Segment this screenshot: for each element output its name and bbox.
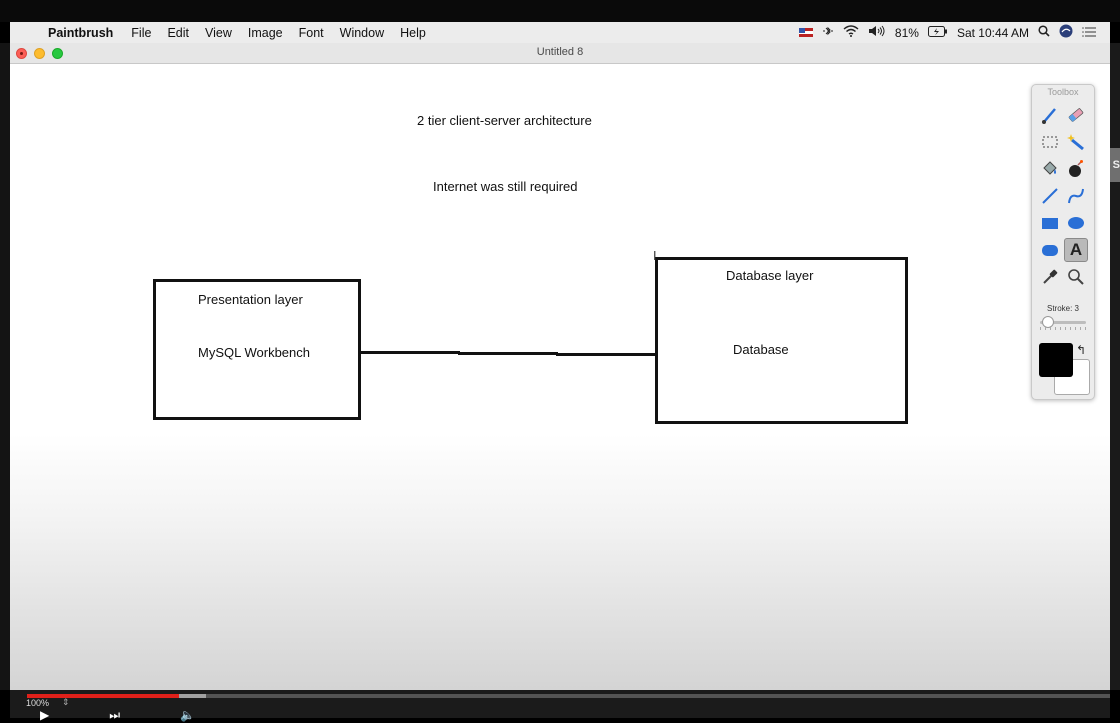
minimize-button[interactable] [34, 48, 45, 59]
foreground-color-swatch[interactable] [1039, 343, 1073, 377]
app-menu[interactable]: Paintbrush [48, 25, 114, 40]
menu-bar: Paintbrush File Edit View Image Font Win… [10, 22, 1110, 44]
menu-view[interactable]: View [205, 25, 232, 40]
connector-line [556, 353, 657, 356]
stroke-slider[interactable] [1040, 321, 1086, 324]
database-label: Database [733, 342, 789, 357]
battery-icon[interactable] [927, 25, 948, 40]
presentation-layer-box [153, 279, 361, 420]
drawing-canvas[interactable]: 2 tier client-server architecture Intern… [10, 64, 1110, 690]
volume-icon[interactable] [868, 25, 886, 40]
list-icon[interactable] [1082, 26, 1096, 40]
left-edge [0, 43, 10, 690]
database-layer-label: Database layer [726, 268, 814, 283]
eraser-icon[interactable] [1064, 103, 1088, 127]
status-bar: 100% ⇕ [10, 690, 1110, 718]
wifi-icon[interactable] [843, 25, 859, 40]
video-progress-bar[interactable] [27, 694, 1110, 698]
diagram-subtitle: Internet was still required [433, 179, 578, 194]
player-controls: ▶ ⏭ 🔈 [40, 708, 195, 723]
zoom-level[interactable]: 100% [26, 698, 50, 708]
menu-file[interactable]: File [131, 25, 152, 40]
rectangle-icon[interactable] [1038, 211, 1062, 235]
line-icon[interactable] [1038, 184, 1062, 208]
toolbox-title: Toolbox [1047, 87, 1079, 97]
volume-icon[interactable]: 🔈 [180, 708, 195, 722]
play-icon[interactable]: ▶ [40, 708, 50, 722]
eyedropper-icon[interactable] [1038, 265, 1062, 289]
window-title: Untitled 8 [536, 46, 584, 58]
database-layer-box [655, 257, 908, 424]
diagram-title: 2 tier client-server architecture [417, 113, 592, 128]
side-tab[interactable]: S [1110, 148, 1120, 182]
right-edge: S [1110, 43, 1120, 690]
connector-line [360, 351, 460, 354]
mysql-workbench-label: MySQL Workbench [198, 345, 310, 360]
bomb-icon[interactable] [1064, 157, 1088, 181]
menu-edit[interactable]: Edit [167, 25, 189, 40]
close-button[interactable] [16, 48, 27, 59]
rounded-rectangle-icon[interactable] [1038, 238, 1062, 262]
presentation-layer-label: Presentation layer [198, 292, 303, 307]
stroke-slider-ticks [1040, 327, 1086, 330]
next-icon[interactable]: ⏭ [109, 708, 121, 722]
magic-wand-icon[interactable] [1064, 130, 1088, 154]
text-tool-icon[interactable]: A [1064, 238, 1088, 262]
ellipse-icon[interactable] [1064, 211, 1088, 235]
text-cursor-icon: I [653, 249, 657, 263]
siri-icon[interactable] [1059, 24, 1073, 41]
window-titlebar[interactable]: Untitled 8 [10, 43, 1110, 64]
toolbox-panel: Toolbox [1031, 84, 1095, 400]
swap-colors-icon[interactable]: ↰ [1076, 343, 1087, 357]
search-icon[interactable] [1038, 25, 1050, 40]
paint-bucket-icon[interactable] [1038, 157, 1062, 181]
connector-line [458, 352, 558, 355]
video-letterbox-top [0, 0, 1120, 22]
menu-image[interactable]: Image [247, 25, 283, 40]
menu-font[interactable]: Font [298, 25, 324, 40]
rectangle-select-icon[interactable] [1038, 130, 1062, 154]
bluetooth-icon[interactable] [822, 25, 834, 40]
zoom-button[interactable] [52, 48, 63, 59]
clock[interactable]: Sat 10:44 AM [956, 25, 1029, 40]
zoom-stepper-icon[interactable]: ⇕ [62, 697, 70, 707]
curve-icon[interactable] [1064, 184, 1088, 208]
paintbrush-icon[interactable] [1038, 103, 1062, 127]
menu-help[interactable]: Help [400, 25, 426, 40]
zoom-icon[interactable] [1064, 265, 1088, 289]
battery-percent: 81% [894, 25, 919, 40]
flag-icon[interactable] [798, 28, 813, 37]
menu-window[interactable]: Window [339, 25, 385, 40]
video-progress-fill [27, 694, 179, 698]
stroke-label: Stroke: 3 [1046, 304, 1079, 313]
status-menus: 81% Sat 10:44 AM [798, 24, 1110, 41]
